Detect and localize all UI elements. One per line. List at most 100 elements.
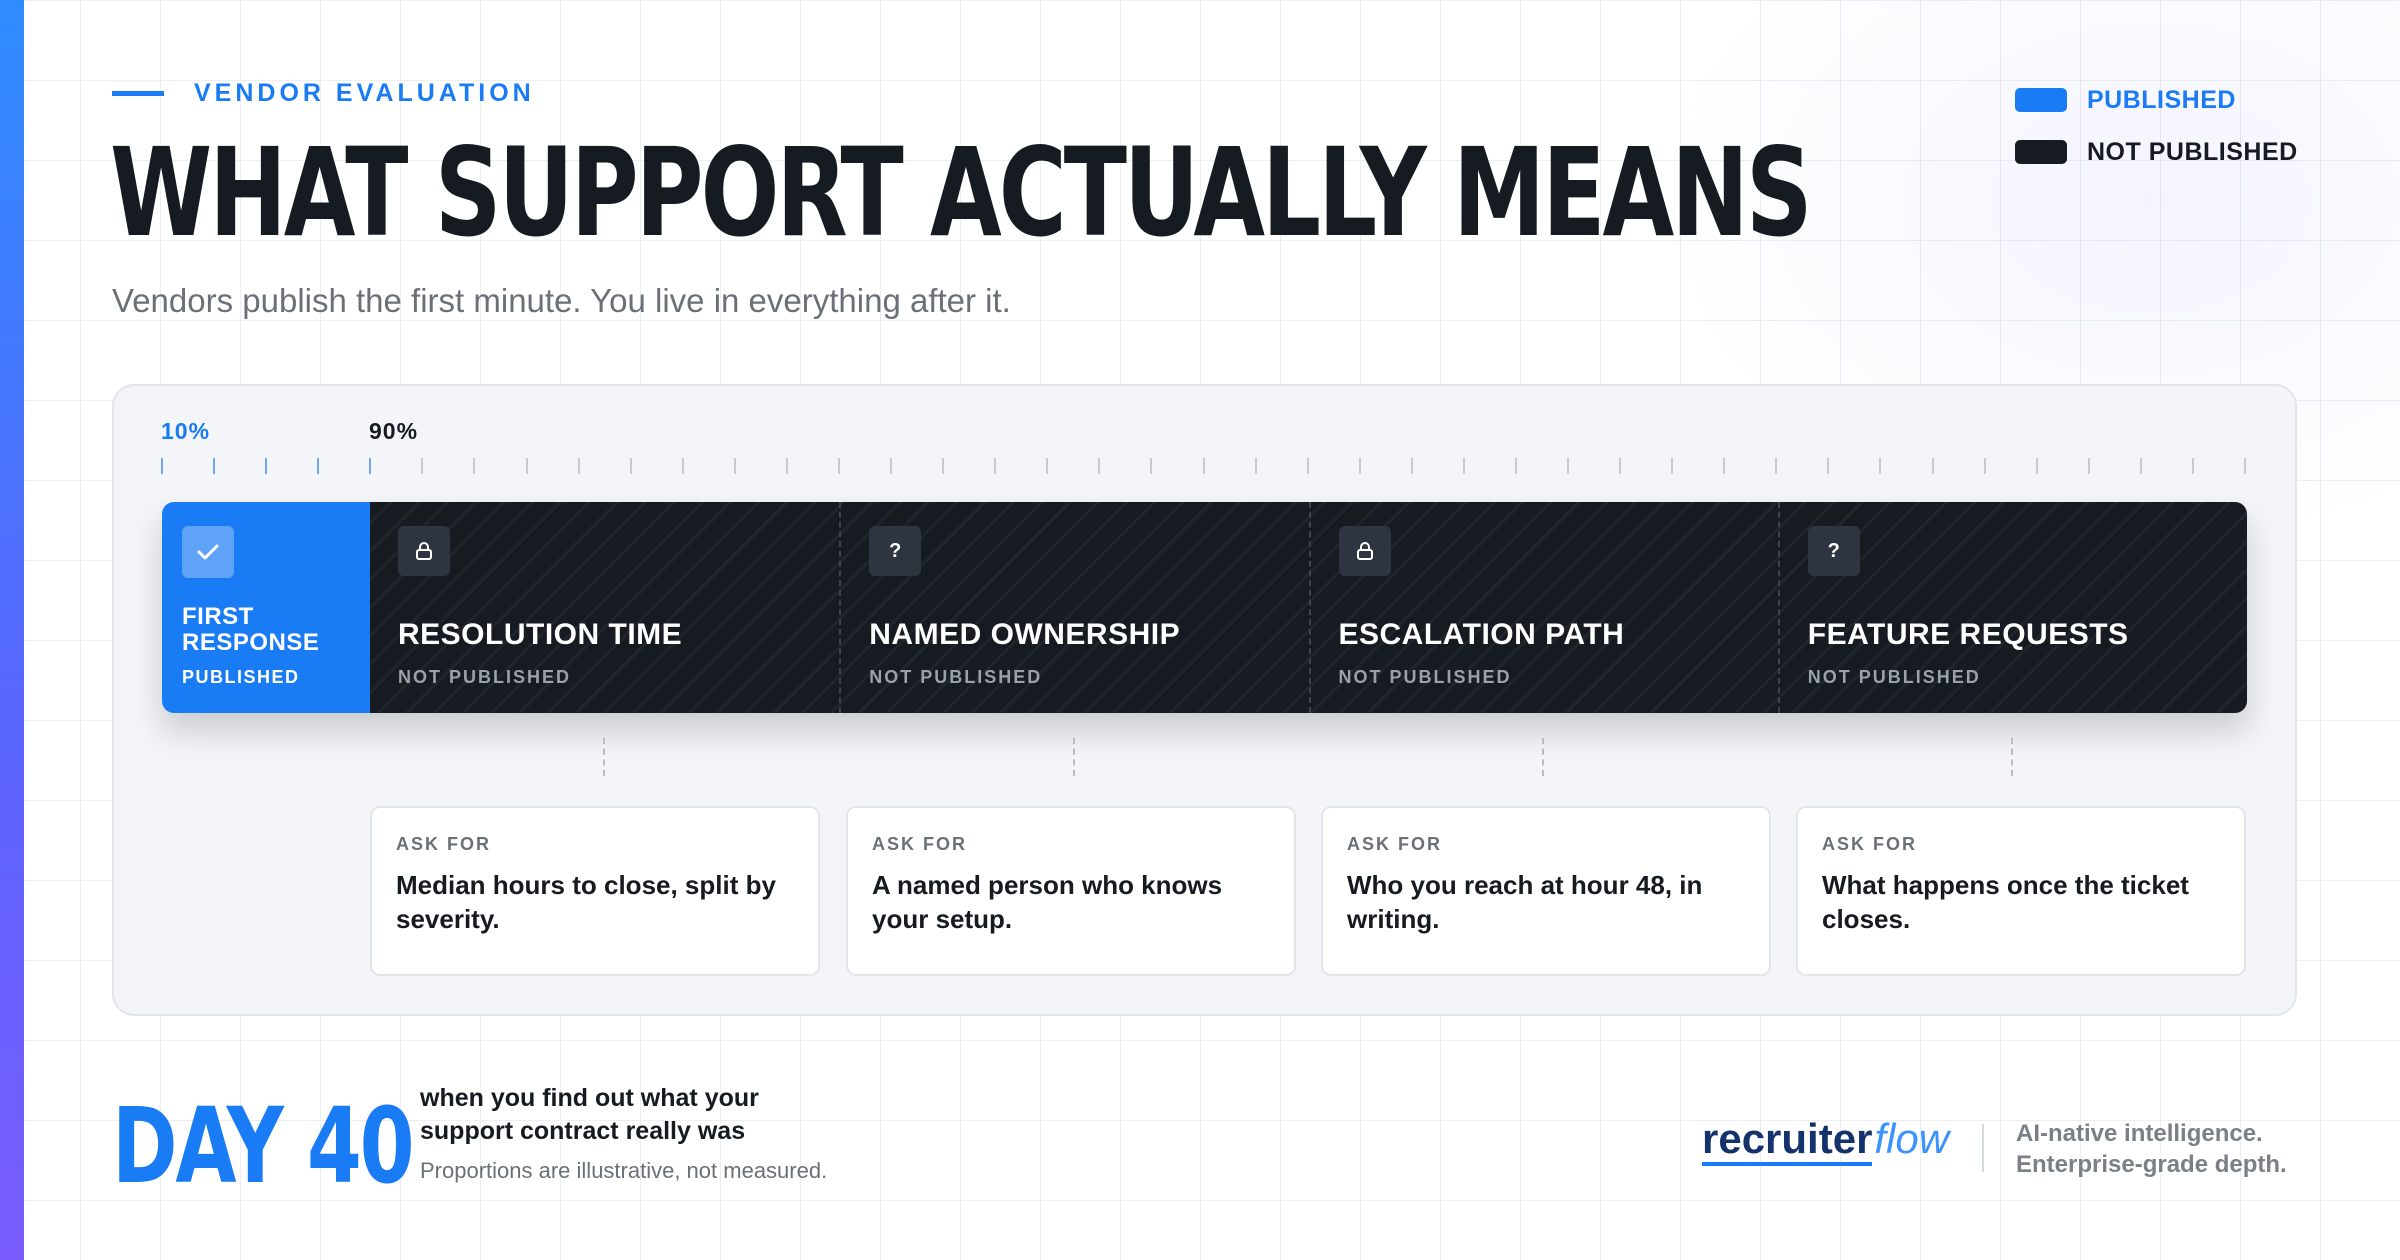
legend-swatch-published xyxy=(2015,88,2067,112)
scale-tick xyxy=(1359,458,1361,474)
scale-label-rest: 90% xyxy=(369,418,419,444)
segment-title: NAMED OWNERSHIP xyxy=(869,618,1181,651)
scale-tick xyxy=(1411,458,1413,474)
segment-title: ESCALATION PATH xyxy=(1338,618,1625,651)
scale-tick xyxy=(1255,458,1257,474)
scale-tick xyxy=(1203,458,1205,474)
segment-feature-requests: ? FEATURE REQUESTS NOT PUBLISHED xyxy=(1777,502,2247,713)
segment-status: PUBLISHED xyxy=(182,667,300,687)
scale-tick xyxy=(578,458,580,474)
scale-ticks xyxy=(161,458,2246,474)
legend-item-not-published: NOT PUBLISHED xyxy=(2015,138,2298,166)
scale-tick xyxy=(734,458,736,474)
segment-first-response: FIRST RESPONSE PUBLISHED xyxy=(162,502,370,713)
segment-status: NOT PUBLISHED xyxy=(1338,667,1512,687)
card-text: A named person who knows your setup. xyxy=(872,870,1223,934)
scale-tick xyxy=(1515,458,1517,474)
card-text: Who you reach at hour 48, in writing. xyxy=(1347,870,1703,934)
scale-tick xyxy=(2088,458,2090,474)
card-text: What happens once the ticket closes. xyxy=(1822,870,2189,934)
ask-card-feature-requests: ASK FOR What happens once the ticket clo… xyxy=(1796,806,2246,976)
card-label: ASK FOR xyxy=(872,834,967,854)
page-subtitle: Vendors publish the first minute. You li… xyxy=(112,282,1011,319)
scale-tick xyxy=(2036,458,2038,474)
scale-tick xyxy=(1463,458,1465,474)
scale-tick xyxy=(786,458,788,474)
scale-tick xyxy=(890,458,892,474)
eyebrow-label: VENDOR EVALUATION xyxy=(194,78,535,107)
legend-label-published: PUBLISHED xyxy=(2087,85,2236,114)
card-label: ASK FOR xyxy=(1822,834,1917,854)
brand-wordmark-primary: recruiter xyxy=(1702,1118,1873,1166)
ask-card-resolution-time: ASK FOR Median hours to close, split by … xyxy=(370,806,820,976)
card-label: ASK FOR xyxy=(1347,834,1442,854)
scale-tick xyxy=(2192,458,2194,474)
card-label: ASK FOR xyxy=(396,834,491,854)
card-connector xyxy=(1073,738,1075,776)
scale-tick xyxy=(838,458,840,474)
scale-tick xyxy=(213,458,215,474)
unpublished-area: RESOLUTION TIME NOT PUBLISHED ? NAMED OW… xyxy=(370,502,2247,713)
scale-tick xyxy=(1932,458,1934,474)
scale-tick xyxy=(421,458,423,474)
scale-tick xyxy=(1619,458,1621,474)
segment-status: NOT PUBLISHED xyxy=(398,667,572,687)
scale-tick xyxy=(1671,458,1673,474)
ask-card-named-ownership: ASK FOR A named person who knows your se… xyxy=(846,806,1296,976)
scale-tick xyxy=(161,458,163,474)
segment-status: NOT PUBLISHED xyxy=(1807,667,1981,687)
scale-tick xyxy=(1775,458,1777,474)
scale-tick xyxy=(473,458,475,474)
scale-tick xyxy=(1567,458,1569,474)
segment-escalation-path: ESCALATION PATH NOT PUBLISHED xyxy=(1308,502,1778,713)
card-text: Median hours to close, split by severity… xyxy=(396,870,776,934)
scale-tick xyxy=(1879,458,1881,474)
segment-title: FIRST RESPONSE xyxy=(182,603,320,656)
lock-icon xyxy=(1338,526,1391,576)
lock-icon xyxy=(398,526,450,576)
scale-tick xyxy=(994,458,996,474)
left-accent-bar xyxy=(0,0,24,1260)
scale-label-first: 10% xyxy=(161,418,211,444)
question-icon: ? xyxy=(1807,526,1860,576)
scale-tick xyxy=(1046,458,1048,474)
scale-tick xyxy=(265,458,267,474)
day-caption: when you find out what your support cont… xyxy=(420,1084,759,1145)
day-callout: DAY 40 xyxy=(112,1085,415,1207)
scale-tick xyxy=(2140,458,2142,474)
brand-wordmark-accent: flow xyxy=(1874,1115,1950,1162)
scale-tick xyxy=(942,458,944,474)
segment-title: FEATURE REQUESTS xyxy=(1807,618,2129,651)
legend-item-published: PUBLISHED xyxy=(2015,86,2298,114)
segment-title: RESOLUTION TIME xyxy=(398,618,683,651)
segment-named-ownership: ? NAMED OWNERSHIP NOT PUBLISHED xyxy=(839,502,1308,713)
scale-tick xyxy=(1827,458,1829,474)
eyebrow-rule xyxy=(112,90,164,96)
scale-tick xyxy=(317,458,319,474)
legend-swatch-not-published xyxy=(2015,140,2067,164)
card-connector xyxy=(1542,738,1544,776)
scale-tick xyxy=(1723,458,1725,474)
scale-tick xyxy=(682,458,684,474)
check-icon xyxy=(182,526,234,578)
scale-tick xyxy=(1098,458,1100,474)
scale-tick xyxy=(1307,458,1309,474)
page-title: WHAT SUPPORT ACTUALLY MEANS xyxy=(110,122,1813,264)
scale-tick xyxy=(1150,458,1152,474)
ask-card-escalation-path: ASK FOR Who you reach at hour 48, in wri… xyxy=(1321,806,1771,976)
question-icon: ? xyxy=(869,526,922,576)
card-connector xyxy=(2011,738,2013,776)
scale-tick xyxy=(369,458,371,474)
card-connector xyxy=(603,738,605,776)
scale-tick xyxy=(2244,458,2246,474)
brand-divider xyxy=(1982,1124,1984,1172)
segment-status: NOT PUBLISHED xyxy=(869,667,1043,687)
brand-tagline: AI-native intelligence. Enterprise-grade… xyxy=(2016,1120,2287,1178)
support-bar: FIRST RESPONSE PUBLISHED RESOLUTION TIME… xyxy=(162,502,2247,713)
legend: PUBLISHED NOT PUBLISHED xyxy=(2015,86,2298,190)
eyebrow: VENDOR EVALUATION xyxy=(112,78,535,108)
footnote: Proportions are illustrative, not measur… xyxy=(420,1158,828,1183)
scale-tick xyxy=(1984,458,1986,474)
legend-label-not-published: NOT PUBLISHED xyxy=(2087,137,2298,166)
